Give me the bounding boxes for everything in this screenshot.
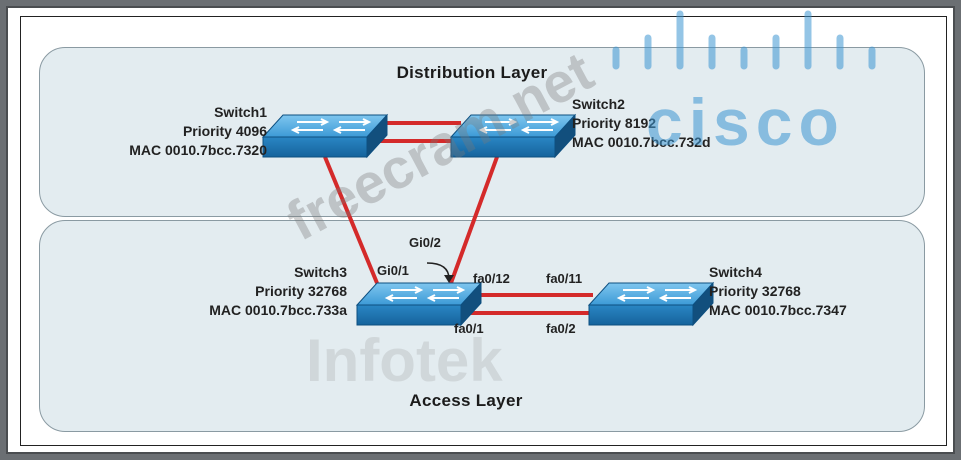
switch4-mac: MAC 0010.7bcc.7347 bbox=[709, 302, 847, 318]
access-layer-region: Access Layer bbox=[39, 220, 925, 432]
gi0-2-arrowhead bbox=[444, 275, 454, 283]
diagram-canvas: Distribution Layer Access Layer bbox=[20, 16, 947, 446]
switch1-mac: MAC 0010.7bcc.7320 bbox=[129, 142, 267, 158]
switch2-icon bbox=[449, 113, 577, 159]
cisco-wordmark-watermark: cisco bbox=[646, 85, 845, 159]
link-switch3-switch4 bbox=[461, 293, 593, 315]
switch1-label: Switch1 Priority 4096 MAC 0010.7bcc.7320 bbox=[71, 103, 267, 160]
switch2-label: Switch2 Priority 8192 MAC 0010.7bcc.732d bbox=[572, 95, 711, 152]
link-switch2-switch3 bbox=[449, 156, 499, 284]
switch4-priority: Priority 32768 bbox=[709, 283, 801, 299]
switch2-mac: MAC 0010.7bcc.732d bbox=[572, 134, 711, 150]
switch1-icon bbox=[261, 113, 389, 159]
port-fa0-12: fa0/12 bbox=[473, 271, 510, 286]
port-gi0-2: Gi0/2 bbox=[409, 235, 441, 250]
switch4-label: Switch4 Priority 32768 MAC 0010.7bcc.734… bbox=[709, 263, 847, 320]
switch3-label: Switch3 Priority 32768 MAC 0010.7bcc.733… bbox=[141, 263, 347, 320]
port-fa0-2: fa0/2 bbox=[546, 321, 576, 336]
distribution-layer-title: Distribution Layer bbox=[396, 63, 548, 82]
switch4-name: Switch4 bbox=[709, 264, 762, 280]
diagram-frame: Distribution Layer Access Layer bbox=[6, 6, 955, 454]
switch1-name: Switch1 bbox=[214, 104, 267, 120]
switch2-priority: Priority 8192 bbox=[572, 115, 657, 131]
link-switch1-switch2 bbox=[377, 121, 461, 143]
port-gi0-1: Gi0/1 bbox=[377, 263, 409, 278]
link-switch1-switch3 bbox=[323, 156, 379, 284]
switch3-mac: MAC 0010.7bcc.733a bbox=[209, 302, 347, 318]
access-layer-title: Access Layer bbox=[409, 391, 523, 410]
switch3-name: Switch3 bbox=[294, 264, 347, 280]
switch4-icon bbox=[587, 281, 715, 327]
port-fa0-1: fa0/1 bbox=[454, 321, 484, 336]
switch2-name: Switch2 bbox=[572, 96, 625, 112]
switch3-priority: Priority 32768 bbox=[255, 283, 347, 299]
switch1-priority: Priority 4096 bbox=[182, 123, 267, 139]
network-diagram bbox=[261, 113, 715, 327]
port-fa0-11: fa0/11 bbox=[546, 271, 583, 286]
switch3-icon bbox=[355, 281, 483, 327]
